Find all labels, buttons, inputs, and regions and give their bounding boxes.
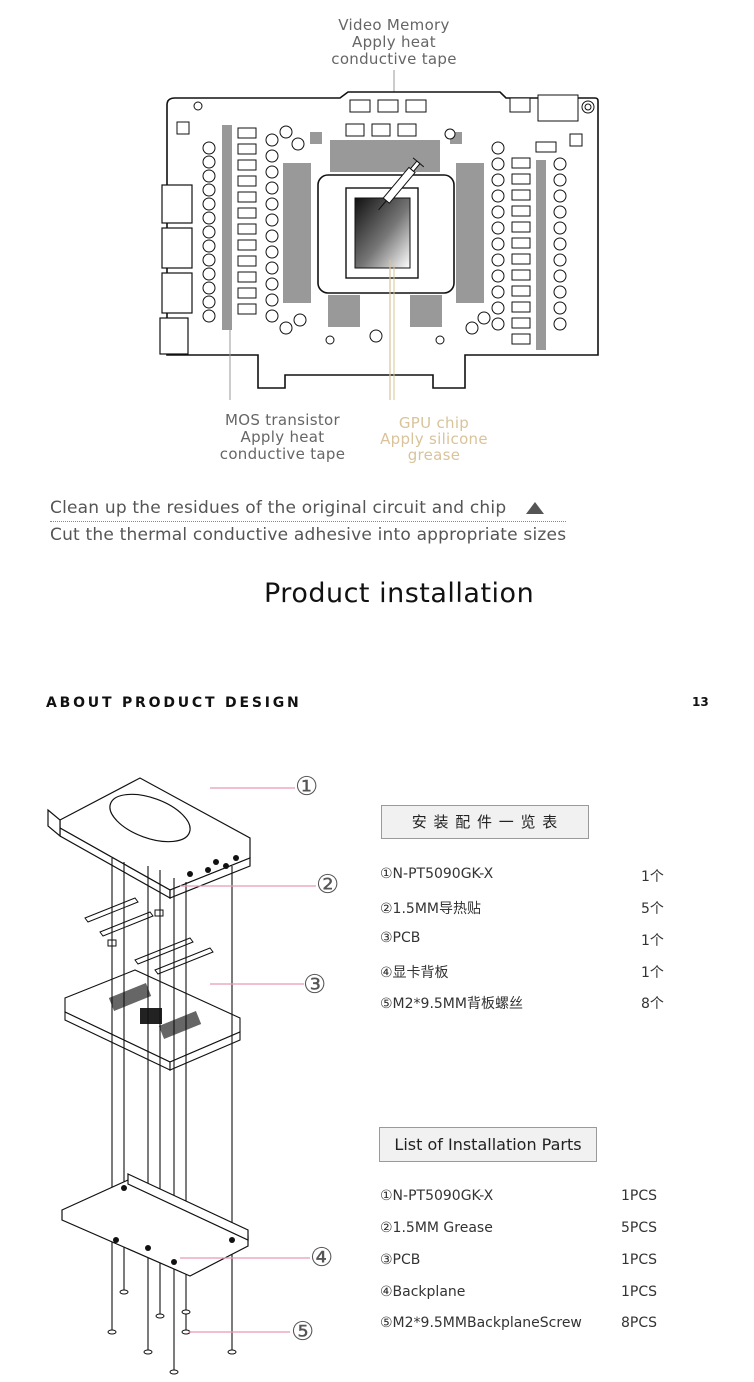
callout-2: ② bbox=[316, 870, 340, 900]
parts-cn-header: 安 装 配 件 一 览 表 bbox=[381, 805, 589, 839]
installation-title: Product installation bbox=[264, 578, 535, 609]
parts-en-header: List of Installation Parts bbox=[379, 1127, 597, 1162]
parts-cn-qty-3: 1个 bbox=[641, 933, 664, 949]
waterblock-part bbox=[47, 777, 251, 900]
page-number: 13 bbox=[692, 695, 709, 709]
video-memory-line2: Apply heat bbox=[352, 33, 436, 51]
parts-en-qty-5: 8PCS bbox=[621, 1315, 658, 1331]
parts-en-row-3: ③PCB bbox=[380, 1252, 421, 1268]
parts-en-qty-1: 1PCS bbox=[621, 1188, 658, 1204]
parts-cn-qty-1: 1个 bbox=[641, 869, 664, 885]
callout-1: ① bbox=[295, 772, 319, 802]
callout-4: ④ bbox=[310, 1243, 334, 1273]
video-memory-line1: Video Memory bbox=[338, 16, 450, 34]
parts-en-row-5: ⑤M2*9.5MMBackplaneScrew bbox=[380, 1315, 582, 1331]
parts-cn-row-2: ②1.5MM导热贴 bbox=[380, 901, 481, 917]
parts-cn-qty-2: 5个 bbox=[641, 901, 664, 917]
gpu-line3: grease bbox=[407, 446, 461, 464]
gpu-line1: GPU chip bbox=[398, 414, 470, 432]
parts-cn-qty-4: 1个 bbox=[641, 965, 664, 981]
parts-cn-row-1: ①N-PT5090GK-X bbox=[380, 866, 494, 882]
mos-line2: Apply heat bbox=[240, 428, 325, 446]
pcb-diagram bbox=[159, 70, 599, 400]
triangle-up-icon bbox=[526, 502, 544, 514]
parts-en-row-1: ①N-PT5090GK-X bbox=[380, 1188, 494, 1204]
callout-5: ⑤ bbox=[291, 1317, 315, 1347]
parts-cn-qty-5: 8个 bbox=[641, 996, 664, 1012]
parts-cn-row-3: ③PCB bbox=[380, 930, 421, 946]
parts-en-qty-4: 1PCS bbox=[621, 1284, 658, 1300]
parts-en-row-2: ②1.5MM Grease bbox=[380, 1220, 493, 1236]
step-cut: Cut the thermal conductive adhesive into… bbox=[50, 525, 567, 545]
mos-line3: conductive tape bbox=[219, 445, 346, 463]
gpu-line2: Apply silicone bbox=[380, 430, 488, 448]
parts-en-qty-2: 5PCS bbox=[621, 1220, 658, 1236]
mos-label: MOS transistor Apply heat conductive tap… bbox=[210, 412, 355, 463]
step-divider bbox=[50, 521, 566, 522]
callout-3: ③ bbox=[303, 970, 327, 1000]
mos-line1: MOS transistor bbox=[224, 411, 340, 429]
parts-en-row-4: ④Backplane bbox=[380, 1284, 466, 1300]
section-title: ABOUT PRODUCT DESIGN bbox=[46, 695, 302, 711]
parts-cn-row-5: ⑤M2*9.5MM背板螺丝 bbox=[380, 996, 523, 1012]
exploded-view-diagram bbox=[47, 777, 316, 1375]
video-memory-line3: conductive tape bbox=[331, 50, 457, 68]
parts-en-qty-3: 1PCS bbox=[621, 1252, 658, 1268]
gpu-label: GPU chip Apply silicone grease bbox=[370, 415, 498, 463]
video-memory-label: Video Memory Apply heat conductive tape bbox=[318, 17, 470, 68]
step-clean: Clean up the residues of the original ci… bbox=[50, 498, 507, 518]
parts-cn-row-4: ④显卡背板 bbox=[380, 965, 449, 981]
